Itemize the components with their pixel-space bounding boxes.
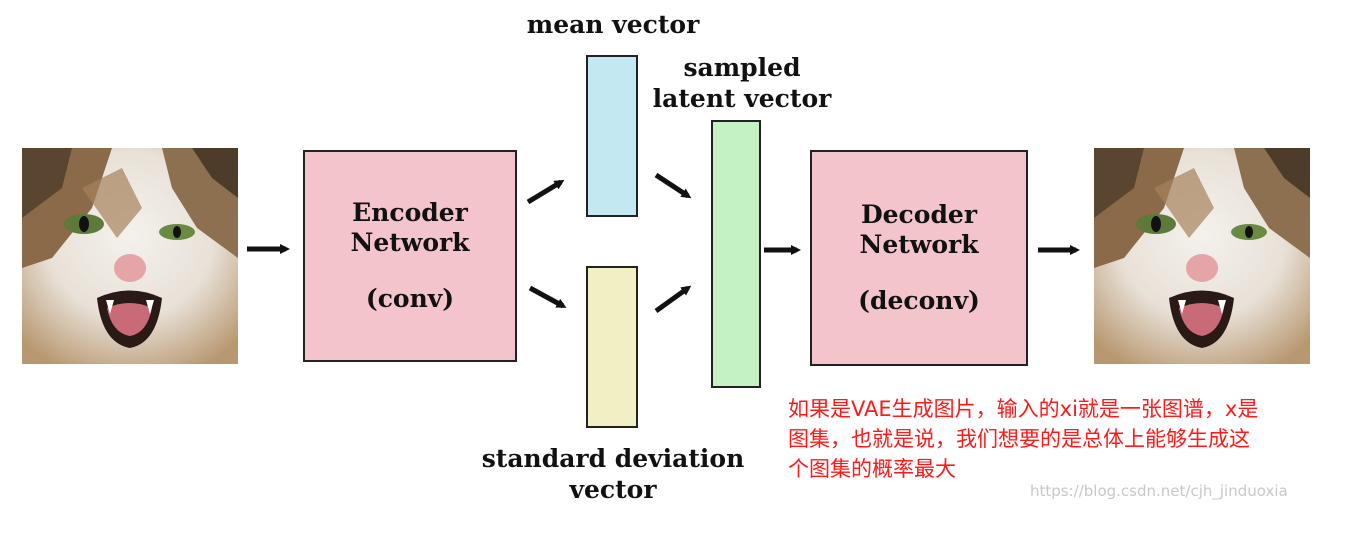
annotation-line-1: 如果是VAE生成图片，输入的xi就是一张图谱，x是 [788, 397, 1259, 421]
arrow-encoder-to-std [528, 285, 567, 309]
latent-vector-label: latent vector [652, 84, 832, 113]
input-cat-image [22, 148, 238, 364]
decoder-subtitle: Network [859, 230, 979, 259]
sampled-latent-vector-bar [711, 120, 761, 388]
encoder-subtitle: Network [350, 228, 470, 257]
arrow-mean-to-latent [654, 172, 692, 199]
encoder-title: Encoder [352, 198, 468, 227]
output-cat-image [1094, 148, 1310, 364]
watermark-text: https://blog.csdn.net/cjh_jinduoxia [1030, 482, 1288, 500]
std-deviation-vector-bar [586, 266, 638, 428]
decoder-network-box: Decoder Network (deconv) [810, 150, 1028, 366]
mean-vector-bar [586, 55, 638, 217]
annotation-line-3: 个图集的概率最大 [788, 457, 956, 481]
std-deviation-vector-label: vector [569, 475, 657, 504]
arrow-encoder-to-mean [526, 179, 565, 205]
std-deviation-label: standard deviation [481, 444, 745, 473]
encoder-network-box: Encoder Network (conv) [303, 150, 517, 362]
annotation-text: 如果是VAE生成图片，输入的xi就是一张图谱，x是 图集，也就是说，我们想要的是… [788, 394, 1348, 484]
encoder-type: (conv) [365, 284, 455, 313]
sampled-label: sampled [683, 53, 801, 82]
mean-vector-label: mean vector [526, 10, 700, 39]
decoder-title: Decoder [860, 200, 978, 229]
arrow-std-to-latent [654, 285, 692, 314]
decoder-type: (deconv) [858, 286, 980, 315]
annotation-line-2: 图集，也就是说，我们想要的是总体上能够生成这 [788, 427, 1250, 451]
